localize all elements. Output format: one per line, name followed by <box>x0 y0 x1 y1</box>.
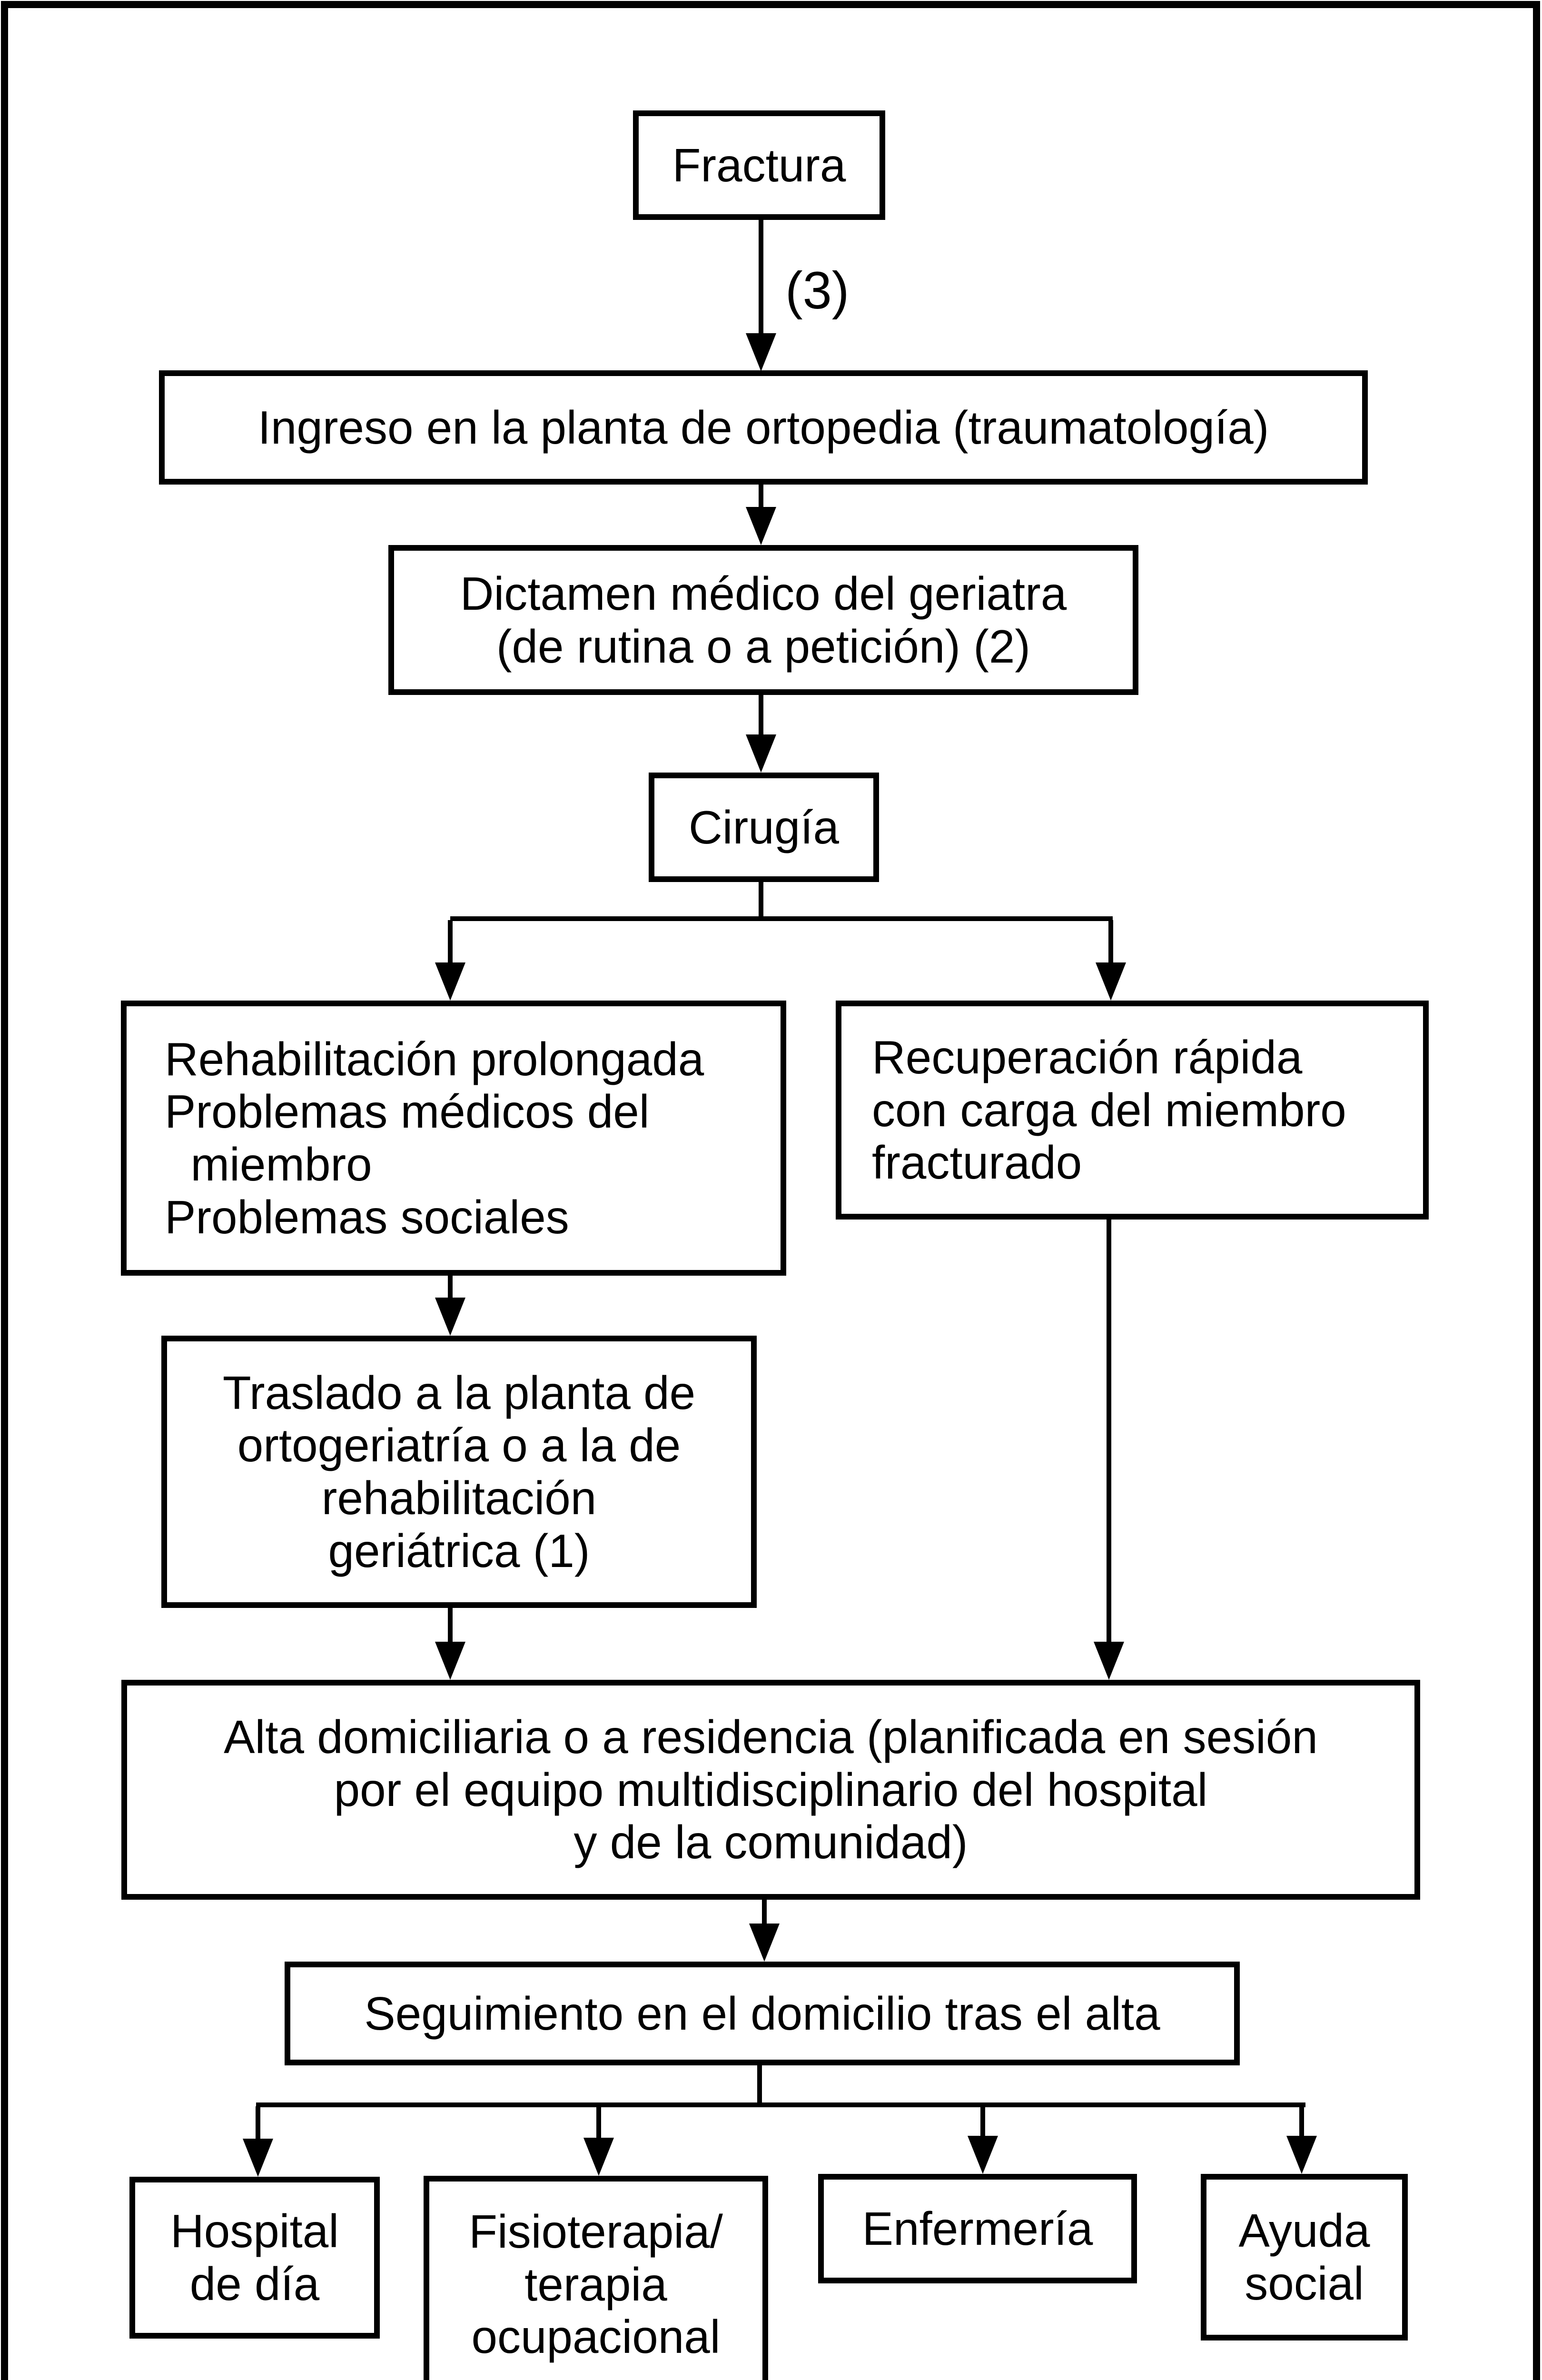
node-dictamen-geriatra: Dictamen médico del geriatra (de rutina … <box>388 545 1138 695</box>
edge-label-3: (3) <box>785 261 850 320</box>
edge-recuperacion-alta-arrowhead-icon <box>1094 1642 1124 1680</box>
node-fractura-label: Fractura <box>672 139 846 191</box>
edge-dictamen-cirugia-arrowhead-icon <box>746 734 776 773</box>
edge-traslado-alta-line <box>448 1607 453 1644</box>
node-seguimiento-domicilio-label: Seguimiento en el domicilio tras el alta <box>364 1987 1160 2040</box>
edge-ingreso-dictamen-arrowhead-icon <box>746 507 776 545</box>
edge-drop-ayuda-social-line <box>1299 2106 1304 2138</box>
node-traslado-ortogeriatria-label: Traslado a la planta de ortogeriatría o … <box>222 1366 696 1577</box>
node-cirugia-label: Cirugía <box>689 801 839 853</box>
node-rehabilitacion-prolongada-label: Rehabilitación prolongada Problemas médi… <box>165 1032 704 1243</box>
edge-alta-seguimiento-line <box>762 1899 767 1925</box>
edge-split-right-arrowhead-icon <box>1096 962 1126 1001</box>
edge-drop-enfermeria-arrowhead-icon <box>968 2136 998 2174</box>
node-ingreso-ortopedia: Ingreso en la planta de ortopedia (traum… <box>159 370 1368 485</box>
edge-rehabilitacion-traslado-arrowhead-icon <box>435 1298 465 1336</box>
node-rehabilitacion-prolongada: Rehabilitación prolongada Problemas médi… <box>121 1001 786 1276</box>
node-ingreso-ortopedia-label: Ingreso en la planta de ortopedia (traum… <box>257 401 1269 454</box>
node-recuperacion-rapida: Recuperación rápida con carga del miembr… <box>836 1001 1429 1220</box>
edge-drop-ayuda-social-arrowhead-icon <box>1286 2136 1317 2174</box>
node-alta-domiciliaria: Alta domiciliaria o a residencia (planif… <box>121 1680 1420 1900</box>
edge-ingreso-dictamen-line <box>759 484 763 508</box>
edge-fractura-ingreso-arrowhead-icon <box>746 333 776 371</box>
edge-split-left-drop-line <box>448 920 453 964</box>
node-enfermeria: Enfermería <box>818 2174 1137 2283</box>
edge-split-right-drop-line <box>1108 920 1113 964</box>
edge-rehabilitacion-traslado-line <box>448 1275 453 1299</box>
node-hospital-de-dia: Hospital de día <box>129 2177 380 2339</box>
edge-cirugia-split-stem-line <box>759 881 763 920</box>
edge-drop-fisioterapia-arrowhead-icon <box>583 2138 614 2176</box>
node-seguimiento-domicilio: Seguimiento en el domicilio tras el alta <box>285 1962 1240 2065</box>
node-ayuda-social-label: Ayuda social <box>1238 2204 1370 2310</box>
node-ayuda-social: Ayuda social <box>1201 2174 1408 2340</box>
edge-cirugia-split-horizontal-line <box>450 916 1113 921</box>
node-enfermeria-label: Enfermería <box>862 2202 1093 2255</box>
edge-seguimiento-distribution-stem-line <box>757 2064 762 2106</box>
node-cirugia: Cirugía <box>649 773 879 882</box>
node-fisioterapia-label: Fisioterapia/ terapia ocupacional <box>469 2205 723 2363</box>
edge-distribution-horizontal-line <box>256 2102 1305 2107</box>
node-traslado-ortogeriatria: Traslado a la planta de ortogeriatría o … <box>161 1336 757 1608</box>
edge-drop-hospital-arrowhead-icon <box>243 2139 273 2177</box>
node-recuperacion-rapida-label: Recuperación rápida con carga del miembr… <box>872 1031 1346 1189</box>
node-alta-domiciliaria-label: Alta domiciliaria o a residencia (planif… <box>224 1710 1318 1869</box>
edge-alta-seguimiento-arrowhead-icon <box>749 1924 780 1962</box>
node-fractura: Fractura <box>633 110 885 220</box>
edge-split-left-arrowhead-icon <box>435 962 465 1001</box>
node-hospital-de-dia-label: Hospital de día <box>170 2205 339 2310</box>
edge-dictamen-cirugia-line <box>759 694 763 737</box>
node-fisioterapia: Fisioterapia/ terapia ocupacional <box>424 2176 768 2380</box>
edge-drop-enfermeria-line <box>980 2106 985 2138</box>
edge-recuperacion-alta-line <box>1107 1219 1111 1644</box>
edge-drop-hospital-line <box>256 2106 260 2141</box>
edge-drop-fisioterapia-line <box>596 2106 601 2140</box>
edge-fractura-ingreso-line <box>759 219 763 338</box>
node-dictamen-geriatra-label: Dictamen médico del geriatra (de rutina … <box>460 567 1067 673</box>
edge-traslado-alta-arrowhead-icon <box>435 1642 465 1680</box>
